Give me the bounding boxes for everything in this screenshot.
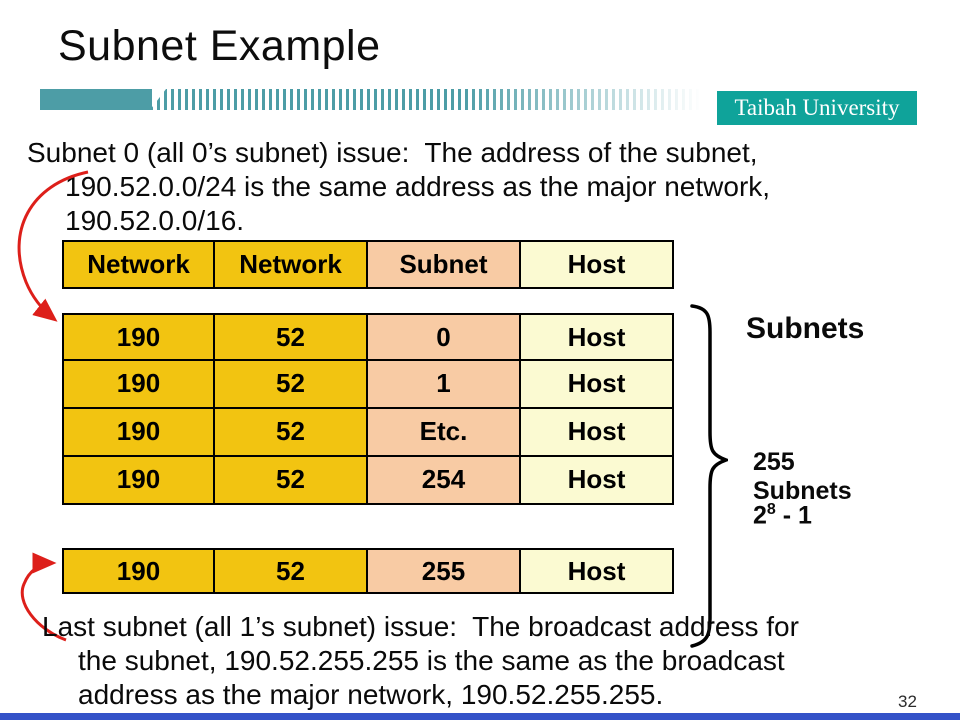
table-cell: 190 (62, 457, 215, 505)
table-cell: 190 (62, 313, 215, 361)
formula-tail: - 1 (775, 501, 812, 530)
subnet-count-line: 255 (753, 448, 795, 476)
table-cell: Host (521, 313, 674, 361)
formula-exponent: 8 (766, 501, 776, 518)
header-cell-network-1: Network (62, 240, 215, 289)
paragraph-line: the subnet, 190.52.255.255 is the same a… (78, 645, 785, 676)
table-cell: Etc. (368, 409, 521, 457)
table-cell: 0 (368, 313, 521, 361)
table-row: 190 52 255 Host (62, 548, 674, 594)
subnets-label: Subnets (746, 312, 865, 345)
header-cell-subnet: Subnet (368, 240, 521, 289)
table-cell: 190 (62, 409, 215, 457)
table-row: 190 52 1 Host (62, 361, 674, 409)
table-cell: 52 (215, 409, 368, 457)
paragraph-line: Last subnet (all 1’s subnet) issue: The … (42, 611, 799, 642)
subnet-table-body: 190 52 0 Host 190 52 1 Host 190 52 Etc. … (62, 313, 674, 505)
table-cell: 52 (215, 548, 368, 594)
table-cell: Host (521, 361, 674, 409)
table-cell: 52 (215, 457, 368, 505)
subnet-table-header: Network Network Subnet Host (62, 240, 674, 289)
formula-base: 2 (753, 501, 767, 530)
table-cell: Host (521, 548, 674, 594)
paragraph-line: Subnet 0 (all 0’s subnet) issue: The add… (27, 137, 758, 168)
table-cell: 254 (368, 457, 521, 505)
paragraph-line: address as the major network, 190.52.255… (78, 679, 664, 710)
page-number: 32 (898, 692, 917, 711)
paragraph-line: 190.52.0.0/16. (65, 205, 245, 236)
banner-stripe-pattern (150, 89, 718, 110)
table-cell: 190 (62, 361, 215, 409)
subnet-formula: 28 - 1 (753, 501, 812, 530)
university-badge: Taibah University (717, 91, 917, 125)
header-cell-host: Host (521, 240, 674, 289)
banner-solid-bar (40, 89, 152, 110)
bottom-bar (0, 713, 960, 720)
brace-icon (690, 304, 728, 648)
table-cell: 255 (368, 548, 521, 594)
table-row: 190 52 0 Host (62, 313, 674, 361)
table-header-row: Network Network Subnet Host (62, 240, 674, 289)
subnet-count-label: 255 Subnets (753, 448, 852, 506)
paragraph-line: 190.52.0.0/24 is the same address as the… (65, 171, 771, 202)
table-cell: 190 (62, 548, 215, 594)
last-subnet-row: 190 52 255 Host (62, 548, 674, 594)
table-cell: Host (521, 457, 674, 505)
table-row: 190 52 254 Host (62, 457, 674, 505)
header-cell-network-2: Network (215, 240, 368, 289)
subnet-count-line: Subnets (753, 477, 852, 505)
page-title: Subnet Example (58, 22, 381, 70)
table-cell: Host (521, 409, 674, 457)
table-cell: 52 (215, 313, 368, 361)
subnet0-paragraph: Subnet 0 (all 0’s subnet) issue: The add… (27, 136, 770, 238)
last-subnet-paragraph: Last subnet (all 1’s subnet) issue: The … (42, 610, 799, 712)
table-cell: 1 (368, 361, 521, 409)
table-cell: 52 (215, 361, 368, 409)
table-row: 190 52 Etc. Host (62, 409, 674, 457)
